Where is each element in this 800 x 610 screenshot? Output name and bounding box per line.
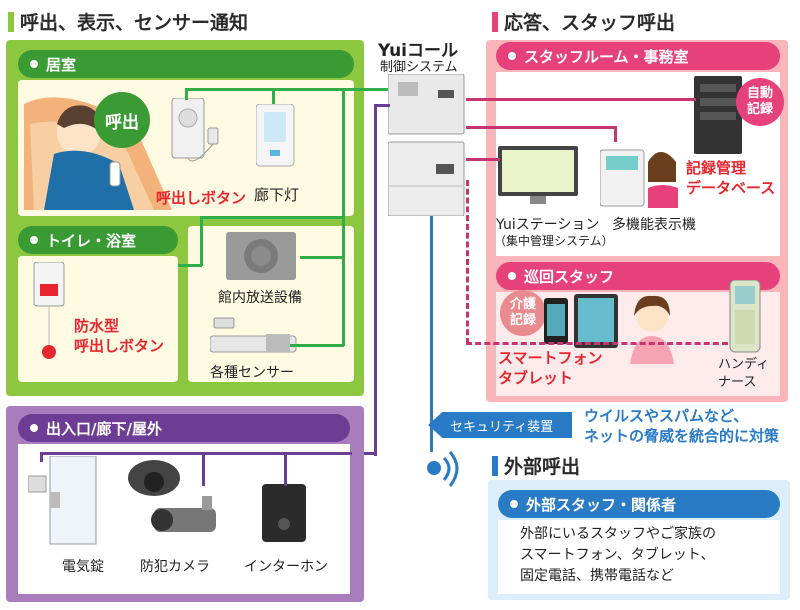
bullet-dot bbox=[30, 236, 38, 244]
call-button-device-icon bbox=[171, 98, 219, 162]
kyoshitsu-header: 居室 bbox=[18, 50, 354, 78]
control-unit-icon bbox=[388, 74, 465, 216]
server-icon bbox=[694, 76, 742, 154]
wire bbox=[185, 88, 188, 100]
title-bar bbox=[492, 455, 498, 476]
bullet-dot bbox=[510, 500, 518, 508]
bullet-dot bbox=[508, 272, 516, 280]
wire bbox=[40, 452, 43, 462]
call-button-label: 呼出しボタン bbox=[156, 189, 247, 207]
security-device-badge: セキュリティ装置 bbox=[428, 412, 572, 438]
external-desc: 外部にいるスタッフやご家族の スマートフォン、タブレット、 固定電話、携帯電話な… bbox=[520, 526, 716, 584]
title-bar bbox=[492, 11, 498, 32]
wire bbox=[300, 256, 344, 259]
smartphone-label: スマートフォン タブレット bbox=[498, 349, 603, 387]
wire bbox=[202, 452, 205, 486]
entrance-title: 出入口/廊下/屋外 bbox=[46, 419, 162, 438]
call-bubble-text: 呼出 bbox=[105, 112, 139, 133]
auto-record-badge: 自動 記録 bbox=[736, 78, 784, 126]
left-title-text: 呼出、表示、センサー通知 bbox=[20, 12, 249, 34]
call-bubble: 呼出 bbox=[94, 92, 150, 148]
wireless-dash bbox=[466, 180, 469, 344]
security-label: セキュリティ装置 bbox=[450, 419, 554, 435]
system-brand: Yuiコール bbox=[378, 41, 459, 61]
multi-display-label: 多機能表示機 bbox=[612, 217, 696, 233]
monitor-icon bbox=[498, 146, 578, 204]
wire bbox=[466, 98, 696, 101]
left-section-title: 呼出、表示、センサー通知 bbox=[8, 8, 248, 35]
electric-lock-icon bbox=[28, 456, 97, 545]
wire bbox=[345, 88, 395, 91]
wire bbox=[185, 88, 345, 91]
system-sub: 制御システム bbox=[380, 60, 458, 75]
security-desc: ウイルスやスパムなど、 ネットの脅威を統合的に対策 bbox=[584, 407, 780, 445]
external-section-title: 外部呼出 bbox=[492, 452, 580, 479]
external-header: 外部スタッフ・関係者 bbox=[498, 490, 780, 518]
kyoshitsu-title: 居室 bbox=[46, 55, 77, 74]
yui-station-sub: （集中管理システム） bbox=[494, 234, 614, 248]
wire bbox=[466, 126, 616, 129]
toilet-title: トイレ・浴室 bbox=[46, 231, 137, 250]
handy-nurse-icon bbox=[729, 280, 761, 353]
patrol-title: 巡回スタッフ bbox=[524, 267, 615, 286]
toilet-header: トイレ・浴室 bbox=[18, 226, 178, 254]
yui-station-label: Yuiステーション bbox=[496, 217, 600, 233]
wire bbox=[466, 158, 500, 161]
camera-label: 防犯カメラ bbox=[140, 559, 210, 575]
display-phone-icon bbox=[600, 149, 678, 208]
wire bbox=[200, 216, 345, 219]
wire bbox=[614, 126, 617, 142]
external-title-text: 外部呼出 bbox=[504, 456, 581, 478]
care-record-badge: 介護 記録 bbox=[500, 290, 546, 336]
external-area bbox=[498, 520, 780, 594]
wire bbox=[284, 452, 287, 486]
external-title: 外部スタッフ・関係者 bbox=[526, 495, 677, 514]
electric-lock-label: 電気錠 bbox=[62, 559, 104, 575]
wireless-dash bbox=[466, 342, 728, 345]
entrance-header: 出入口/廊下/屋外 bbox=[18, 414, 350, 442]
corridor-light-label: 廊下灯 bbox=[254, 186, 300, 204]
intercom-icon bbox=[262, 484, 306, 542]
wire bbox=[374, 104, 377, 456]
wire bbox=[272, 88, 275, 104]
wire bbox=[290, 344, 344, 347]
patient-illustration bbox=[24, 97, 172, 210]
waterproof-label: 防水型 呼出しボタン bbox=[74, 317, 165, 355]
speaker-icon bbox=[226, 232, 296, 280]
sensors-label: 各種センサー bbox=[210, 365, 294, 381]
staff-room-header: スタッフルーム・事務室 bbox=[496, 42, 780, 70]
wire bbox=[200, 216, 203, 266]
bullet-dot bbox=[30, 424, 38, 432]
intercom-label: インターホン bbox=[244, 559, 328, 575]
title-bar bbox=[8, 11, 14, 32]
wireless-signal-icon bbox=[427, 451, 459, 487]
bullet-dot bbox=[30, 60, 38, 68]
smartphone-tablet-icon bbox=[544, 294, 618, 348]
right-section-title: 応答、スタッフ呼出 bbox=[492, 8, 675, 35]
wire bbox=[374, 104, 390, 107]
broadcast-label: 館内放送設備 bbox=[218, 290, 302, 306]
waterproof-button-icon bbox=[33, 262, 65, 359]
staff-room-title: スタッフルーム・事務室 bbox=[524, 47, 689, 66]
sensor-icon bbox=[210, 317, 297, 353]
wire bbox=[40, 452, 352, 455]
record-db-label: 記録管理 データベース bbox=[686, 159, 776, 197]
wire bbox=[430, 216, 433, 452]
patrol-staff-icon bbox=[630, 295, 674, 364]
security-camera-icon bbox=[128, 460, 216, 532]
bullet-dot bbox=[508, 52, 516, 60]
wire bbox=[178, 264, 202, 267]
corridor-light-icon bbox=[256, 104, 295, 167]
handy-nurse-label: ハンディ ナース bbox=[718, 357, 770, 390]
right-title-text: 応答、スタッフ呼出 bbox=[504, 12, 676, 34]
